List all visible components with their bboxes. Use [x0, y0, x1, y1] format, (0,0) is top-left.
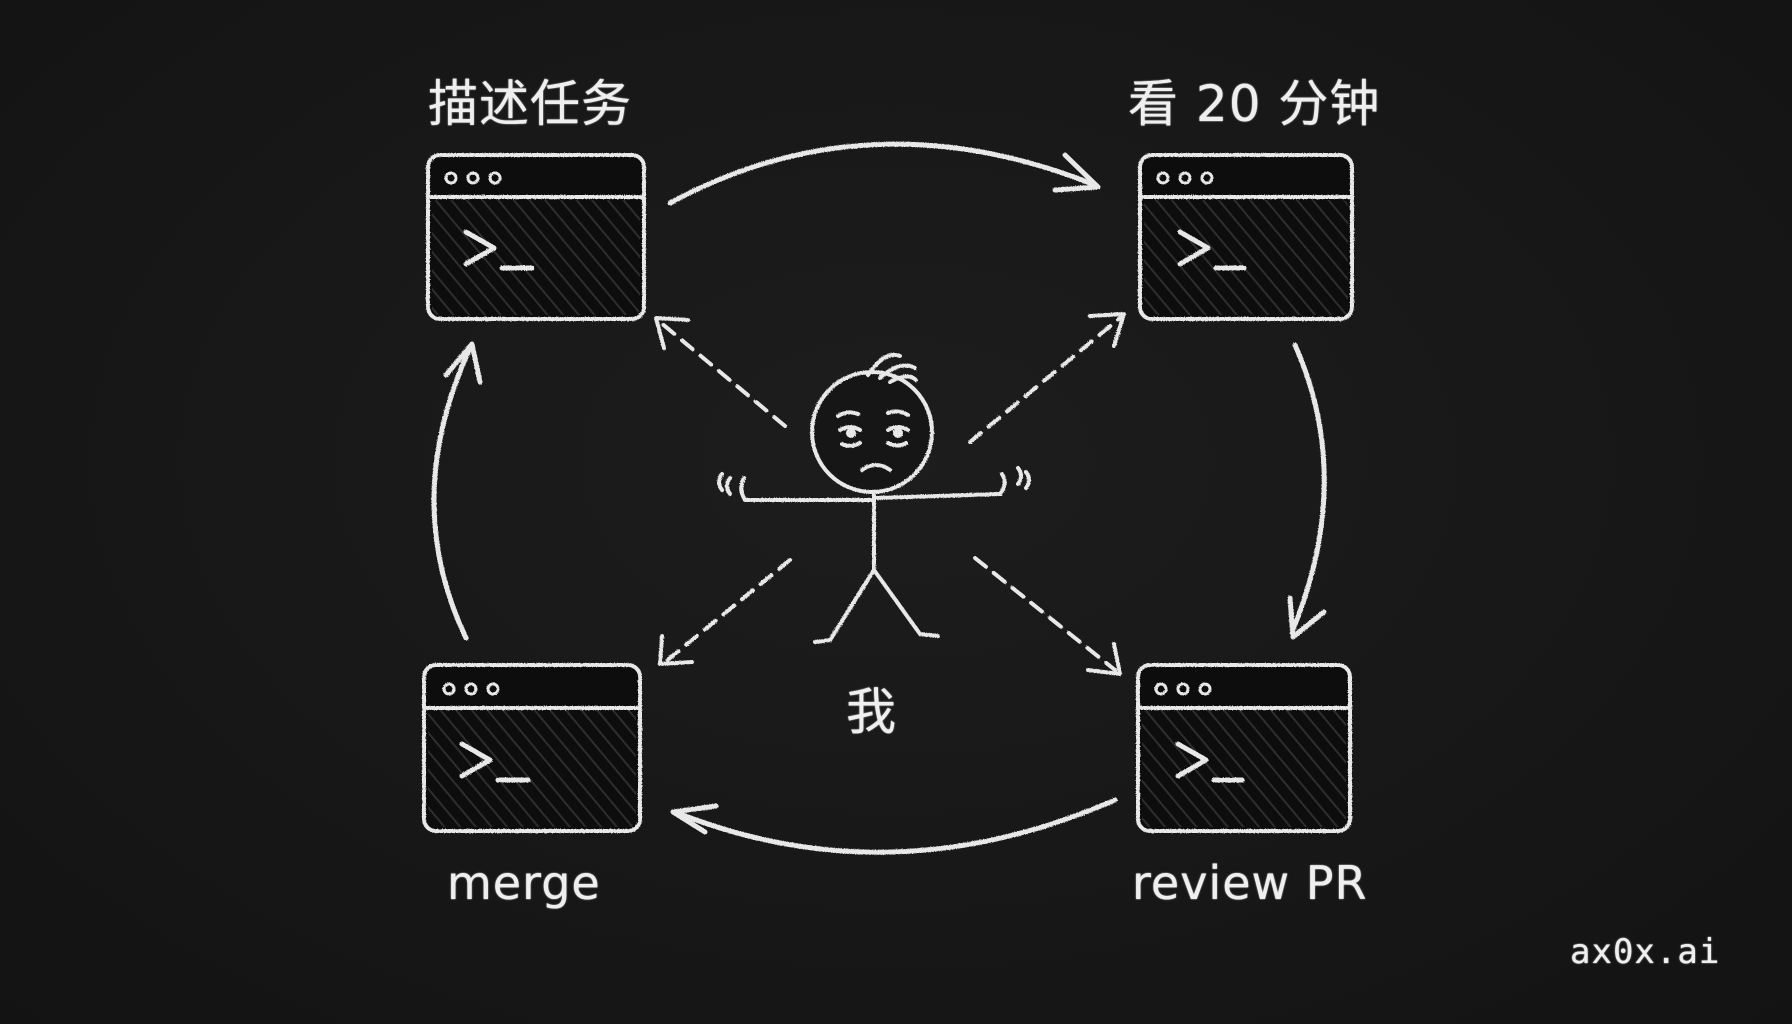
arrow-left-head: [443, 341, 483, 385]
stick-figure-icon: [717, 352, 1031, 644]
arrow-top-head: [1052, 152, 1101, 193]
dashed-arrow-heads: [654, 312, 1126, 676]
arrow-top: [667, 141, 1098, 206]
terminal-prompt-icon: [463, 229, 497, 267]
arrow-bottom: [672, 797, 1118, 855]
label-describe-task: 描述任务: [428, 75, 632, 133]
terminal-prompt-icon: [1175, 741, 1209, 779]
cycle-arrows: [431, 141, 1327, 855]
arrow-left: [431, 345, 473, 641]
label-watch-20-minutes: 看 20 分钟: [1128, 75, 1381, 133]
watermark-brand: ax0x.ai: [1570, 932, 1721, 972]
terminal-prompt-icon: [459, 741, 493, 779]
dashed-arrow-bottom-right: [973, 556, 1117, 672]
label-merge: merge: [447, 856, 601, 910]
arrow-bottom-head: [670, 803, 719, 835]
arrow-right: [1289, 342, 1327, 635]
terminal-window-top-right: [1138, 153, 1354, 321]
dashed-arrow-top-left: [658, 320, 787, 428]
dashed-arrows: [658, 316, 1122, 672]
dashed-arrow-bottom-left: [663, 558, 792, 664]
label-review-pr: review PR: [1132, 856, 1368, 910]
label-me: 我: [846, 683, 897, 741]
dashed-arrow-top-right: [968, 316, 1122, 444]
terminal-window-bottom-right: [1136, 663, 1352, 833]
terminal-window-bottom-left: [422, 663, 642, 833]
terminal-prompt-icon: [1177, 229, 1211, 267]
arrow-right-head: [1287, 595, 1327, 640]
terminal-window-top-left: [426, 153, 646, 321]
